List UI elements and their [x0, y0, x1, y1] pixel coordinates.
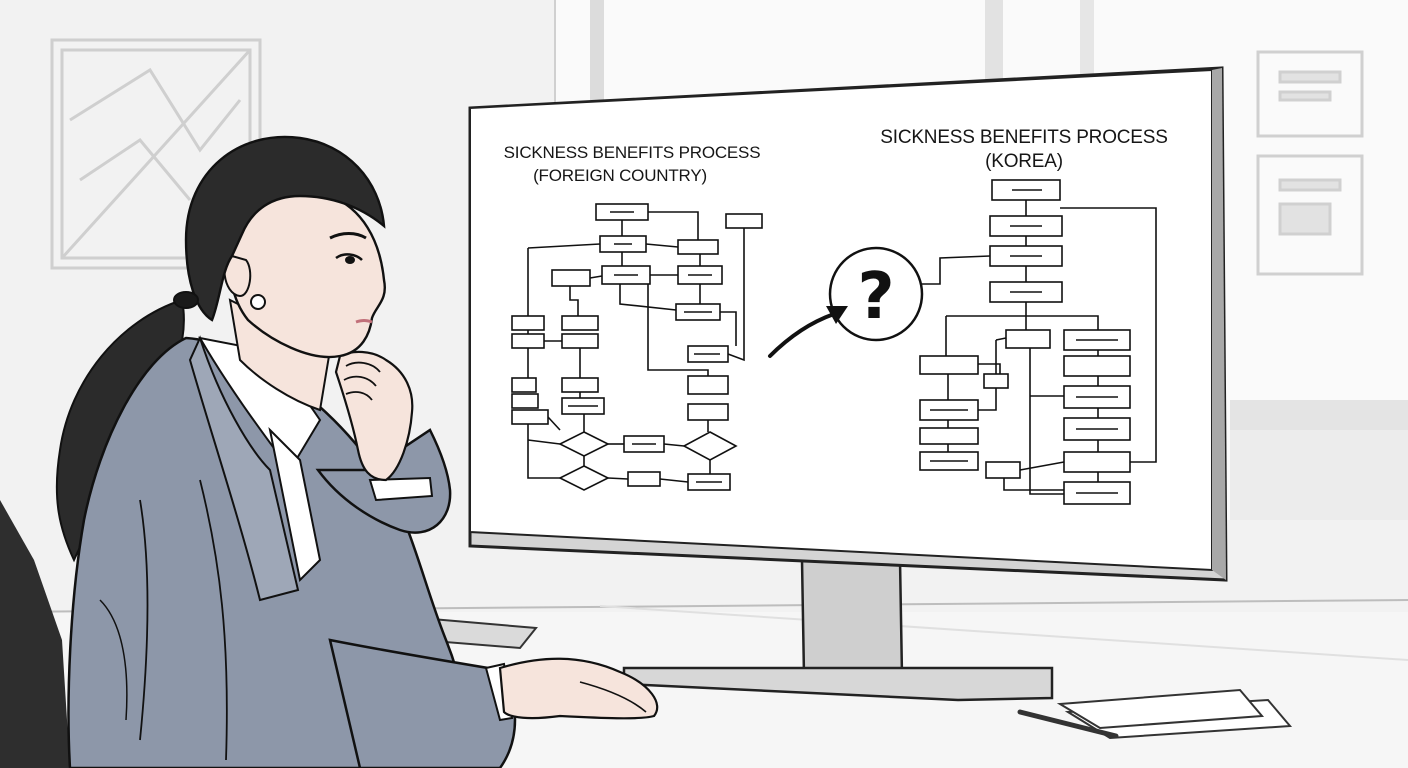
right-flowchart [919, 179, 1157, 505]
left-chart-title-line2: (FOREIGN COUNTRY) [533, 166, 707, 185]
curved-arrow-icon [768, 306, 848, 358]
right-chart-title-line2: (KOREA) [985, 151, 1063, 172]
question-glyph: ? [857, 260, 894, 334]
document-icon [1256, 50, 1364, 276]
left-chart-title-line1: SICKNESS BENEFITS PROCESS [504, 143, 761, 162]
papers [1017, 688, 1293, 740]
right-chart-title-line1: SICKNESS BENEFITS PROCESS [880, 127, 1167, 148]
earring [250, 294, 266, 310]
hand-at-chin [334, 350, 414, 482]
left-flowchart [511, 203, 763, 491]
chair [0, 500, 70, 768]
screen-content: SICKNESS BENEFITS PROCESS (FOREIGN COUNT… [504, 127, 1168, 505]
hand-on-mouse [498, 657, 659, 720]
question-mark-icon: ? [828, 246, 924, 342]
woman [55, 135, 659, 768]
hair [184, 135, 386, 322]
